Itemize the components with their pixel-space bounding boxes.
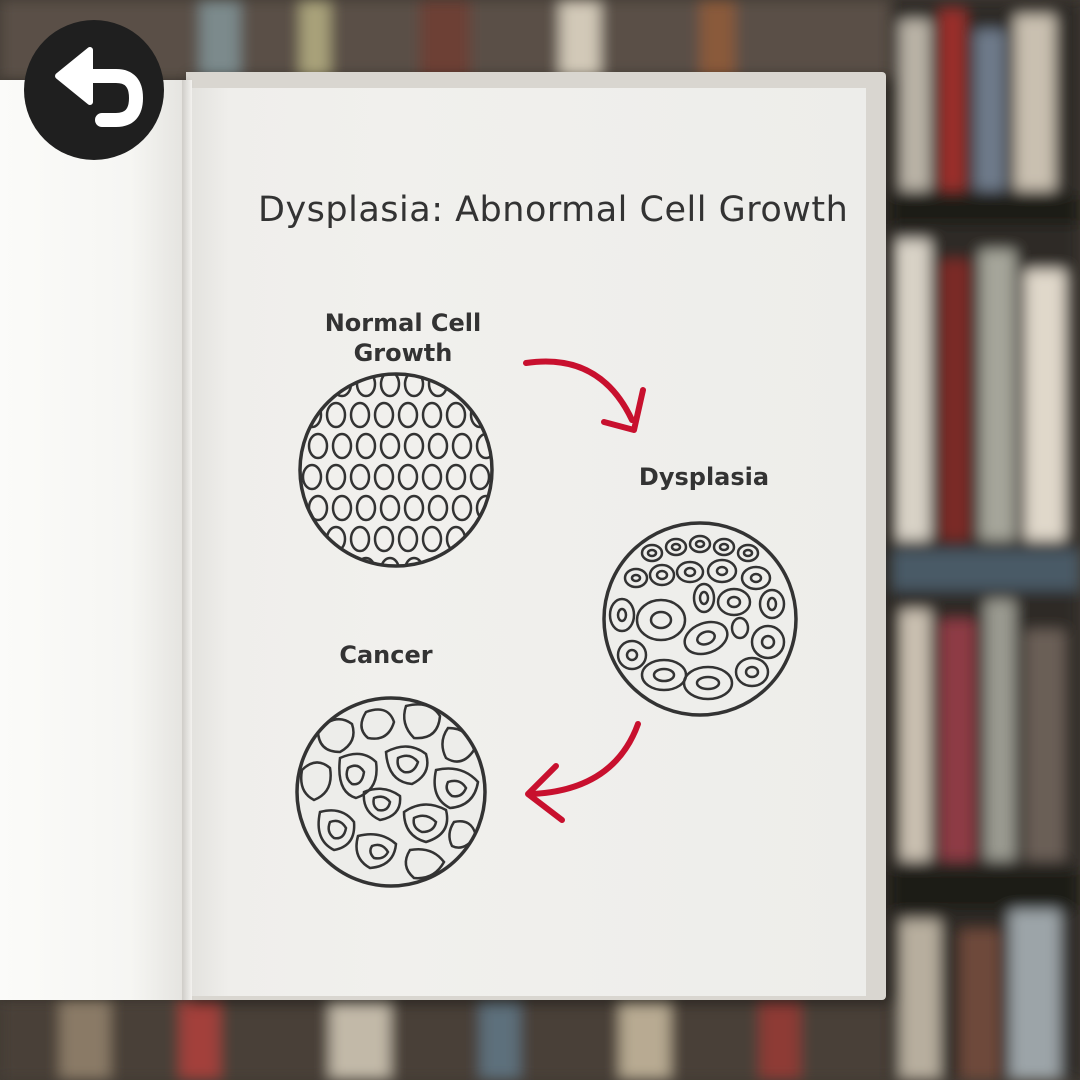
label-normal-cell-growth: Normal Cell Growth [318, 308, 488, 368]
back-button[interactable] [24, 20, 164, 160]
label-cancer: Cancer [339, 641, 433, 669]
dysplasia-cell-circle [602, 521, 798, 717]
normal-cell [355, 374, 377, 398]
arrow-normal-to-dysplasia [523, 358, 646, 433]
normal-cell [379, 432, 401, 460]
normal-cell [397, 401, 419, 429]
undo-arrow-icon [55, 47, 144, 127]
cancer-cell-circle [295, 696, 487, 888]
normal-cell [445, 463, 467, 491]
normal-cell-circle [298, 372, 494, 568]
normal-cell [373, 401, 395, 429]
normal-cell [421, 463, 443, 491]
normal-cell [445, 401, 467, 429]
arrow-dysplasia-to-cancer [525, 721, 641, 823]
normal-cell [325, 401, 347, 429]
label-normal-line1: Normal Cell [324, 309, 482, 337]
open-book [0, 70, 890, 1010]
normal-cell [403, 556, 425, 566]
normal-cell [349, 463, 371, 491]
normal-cell [307, 432, 329, 460]
normal-cell [355, 494, 377, 522]
normal-cell [301, 463, 323, 491]
normal-cell [307, 494, 329, 522]
normal-cell [427, 494, 449, 522]
label-normal-line2: Growth [353, 339, 453, 367]
normal-cell [421, 525, 443, 553]
normal-cell [403, 374, 425, 398]
normal-cell [331, 432, 353, 460]
normal-cell [349, 401, 371, 429]
normal-cell [397, 525, 419, 553]
normal-cell [451, 494, 473, 522]
normal-cell [379, 374, 401, 398]
normal-cell [427, 432, 449, 460]
normal-cell [355, 432, 377, 460]
normal-cell [379, 494, 401, 522]
normal-cell [403, 432, 425, 460]
normal-cell [325, 463, 347, 491]
left-page [0, 80, 186, 1000]
normal-cell [331, 494, 353, 522]
normal-cell [349, 525, 371, 553]
normal-cell [373, 525, 395, 553]
normal-cell [397, 463, 419, 491]
normal-cell [373, 463, 395, 491]
normal-cell [421, 401, 443, 429]
diagram-title: Dysplasia: Abnormal Cell Growth [258, 190, 849, 230]
normal-cell [379, 556, 401, 566]
normal-cell [403, 494, 425, 522]
normal-cell [469, 463, 491, 491]
normal-cell [451, 432, 473, 460]
normal-cell [355, 556, 377, 566]
book-gutter [182, 80, 192, 1000]
label-dysplasia: Dysplasia [638, 463, 770, 491]
